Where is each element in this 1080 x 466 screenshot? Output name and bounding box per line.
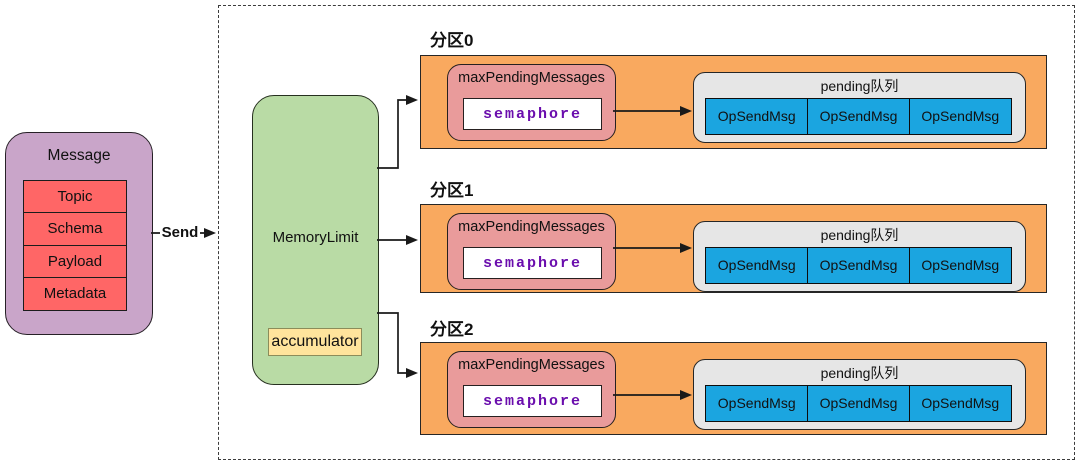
op-send-msg-item: OpSendMsg bbox=[908, 247, 1012, 284]
partition-1-label: 分区1 bbox=[430, 181, 474, 200]
max-pending-messages-title: maxPendingMessages bbox=[458, 70, 605, 86]
max-pending-messages-title: maxPendingMessages bbox=[458, 219, 605, 235]
message-field-schema: Schema bbox=[23, 212, 127, 247]
pending-queue-box: pending队列 OpSendMsg OpSendMsg OpSendMsg bbox=[693, 221, 1026, 292]
pending-queue-items: OpSendMsg OpSendMsg OpSendMsg bbox=[705, 98, 1012, 135]
pending-queue-title: pending队列 bbox=[820, 78, 899, 94]
memory-limit-box: MemoryLimit accumulator bbox=[252, 95, 379, 385]
partition-0-box: maxPendingMessages semaphore pending队列 O… bbox=[420, 55, 1047, 149]
partition-1-box: maxPendingMessages semaphore pending队列 O… bbox=[420, 204, 1047, 293]
max-pending-messages-box: maxPendingMessages semaphore bbox=[447, 64, 616, 141]
pending-queue-box: pending队列 OpSendMsg OpSendMsg OpSendMsg bbox=[693, 359, 1026, 430]
op-send-msg-item: OpSendMsg bbox=[705, 98, 809, 135]
semaphore-label: semaphore bbox=[482, 254, 582, 272]
semaphore-box: semaphore bbox=[463, 247, 602, 279]
accumulator-box: accumulator bbox=[268, 328, 362, 356]
op-send-msg-item: OpSendMsg bbox=[806, 98, 911, 135]
op-send-msg-item: OpSendMsg bbox=[806, 247, 911, 284]
pending-queue-box: pending队列 OpSendMsg OpSendMsg OpSendMsg bbox=[693, 72, 1026, 143]
message-box: Message Topic Schema Payload Metadata bbox=[5, 132, 153, 335]
op-send-msg-item: OpSendMsg bbox=[908, 385, 1012, 422]
message-field-metadata: Metadata bbox=[23, 277, 127, 312]
message-title: Message bbox=[47, 147, 111, 164]
op-send-msg-item: OpSendMsg bbox=[705, 247, 809, 284]
pending-queue-items: OpSendMsg OpSendMsg OpSendMsg bbox=[705, 385, 1012, 422]
max-pending-messages-box: maxPendingMessages semaphore bbox=[447, 351, 616, 428]
producer-boundary-dashed-box bbox=[218, 5, 1075, 460]
pending-queue-items: OpSendMsg OpSendMsg OpSendMsg bbox=[705, 247, 1012, 284]
message-field-payload: Payload bbox=[23, 244, 127, 279]
op-send-msg-item: OpSendMsg bbox=[705, 385, 809, 422]
op-send-msg-item: OpSendMsg bbox=[806, 385, 911, 422]
semaphore-label: semaphore bbox=[482, 105, 582, 123]
partition-0-label: 分区0 bbox=[430, 31, 474, 50]
partition-2-label: 分区2 bbox=[430, 320, 474, 339]
send-arrow-label: Send bbox=[160, 224, 200, 241]
message-field-topic: Topic bbox=[23, 180, 127, 214]
max-pending-messages-title: maxPendingMessages bbox=[458, 357, 605, 373]
memory-limit-title: MemoryLimit bbox=[272, 229, 359, 246]
partition-2-box: maxPendingMessages semaphore pending队列 O… bbox=[420, 342, 1047, 435]
pending-queue-title: pending队列 bbox=[820, 227, 899, 243]
op-send-msg-item: OpSendMsg bbox=[908, 98, 1012, 135]
semaphore-label: semaphore bbox=[482, 392, 582, 410]
pending-queue-title: pending队列 bbox=[820, 365, 899, 381]
arrowhead bbox=[204, 228, 216, 238]
max-pending-messages-box: maxPendingMessages semaphore bbox=[447, 213, 616, 290]
semaphore-box: semaphore bbox=[463, 385, 602, 417]
message-fields: Topic Schema Payload Metadata bbox=[23, 180, 127, 312]
semaphore-box: semaphore bbox=[463, 98, 602, 130]
